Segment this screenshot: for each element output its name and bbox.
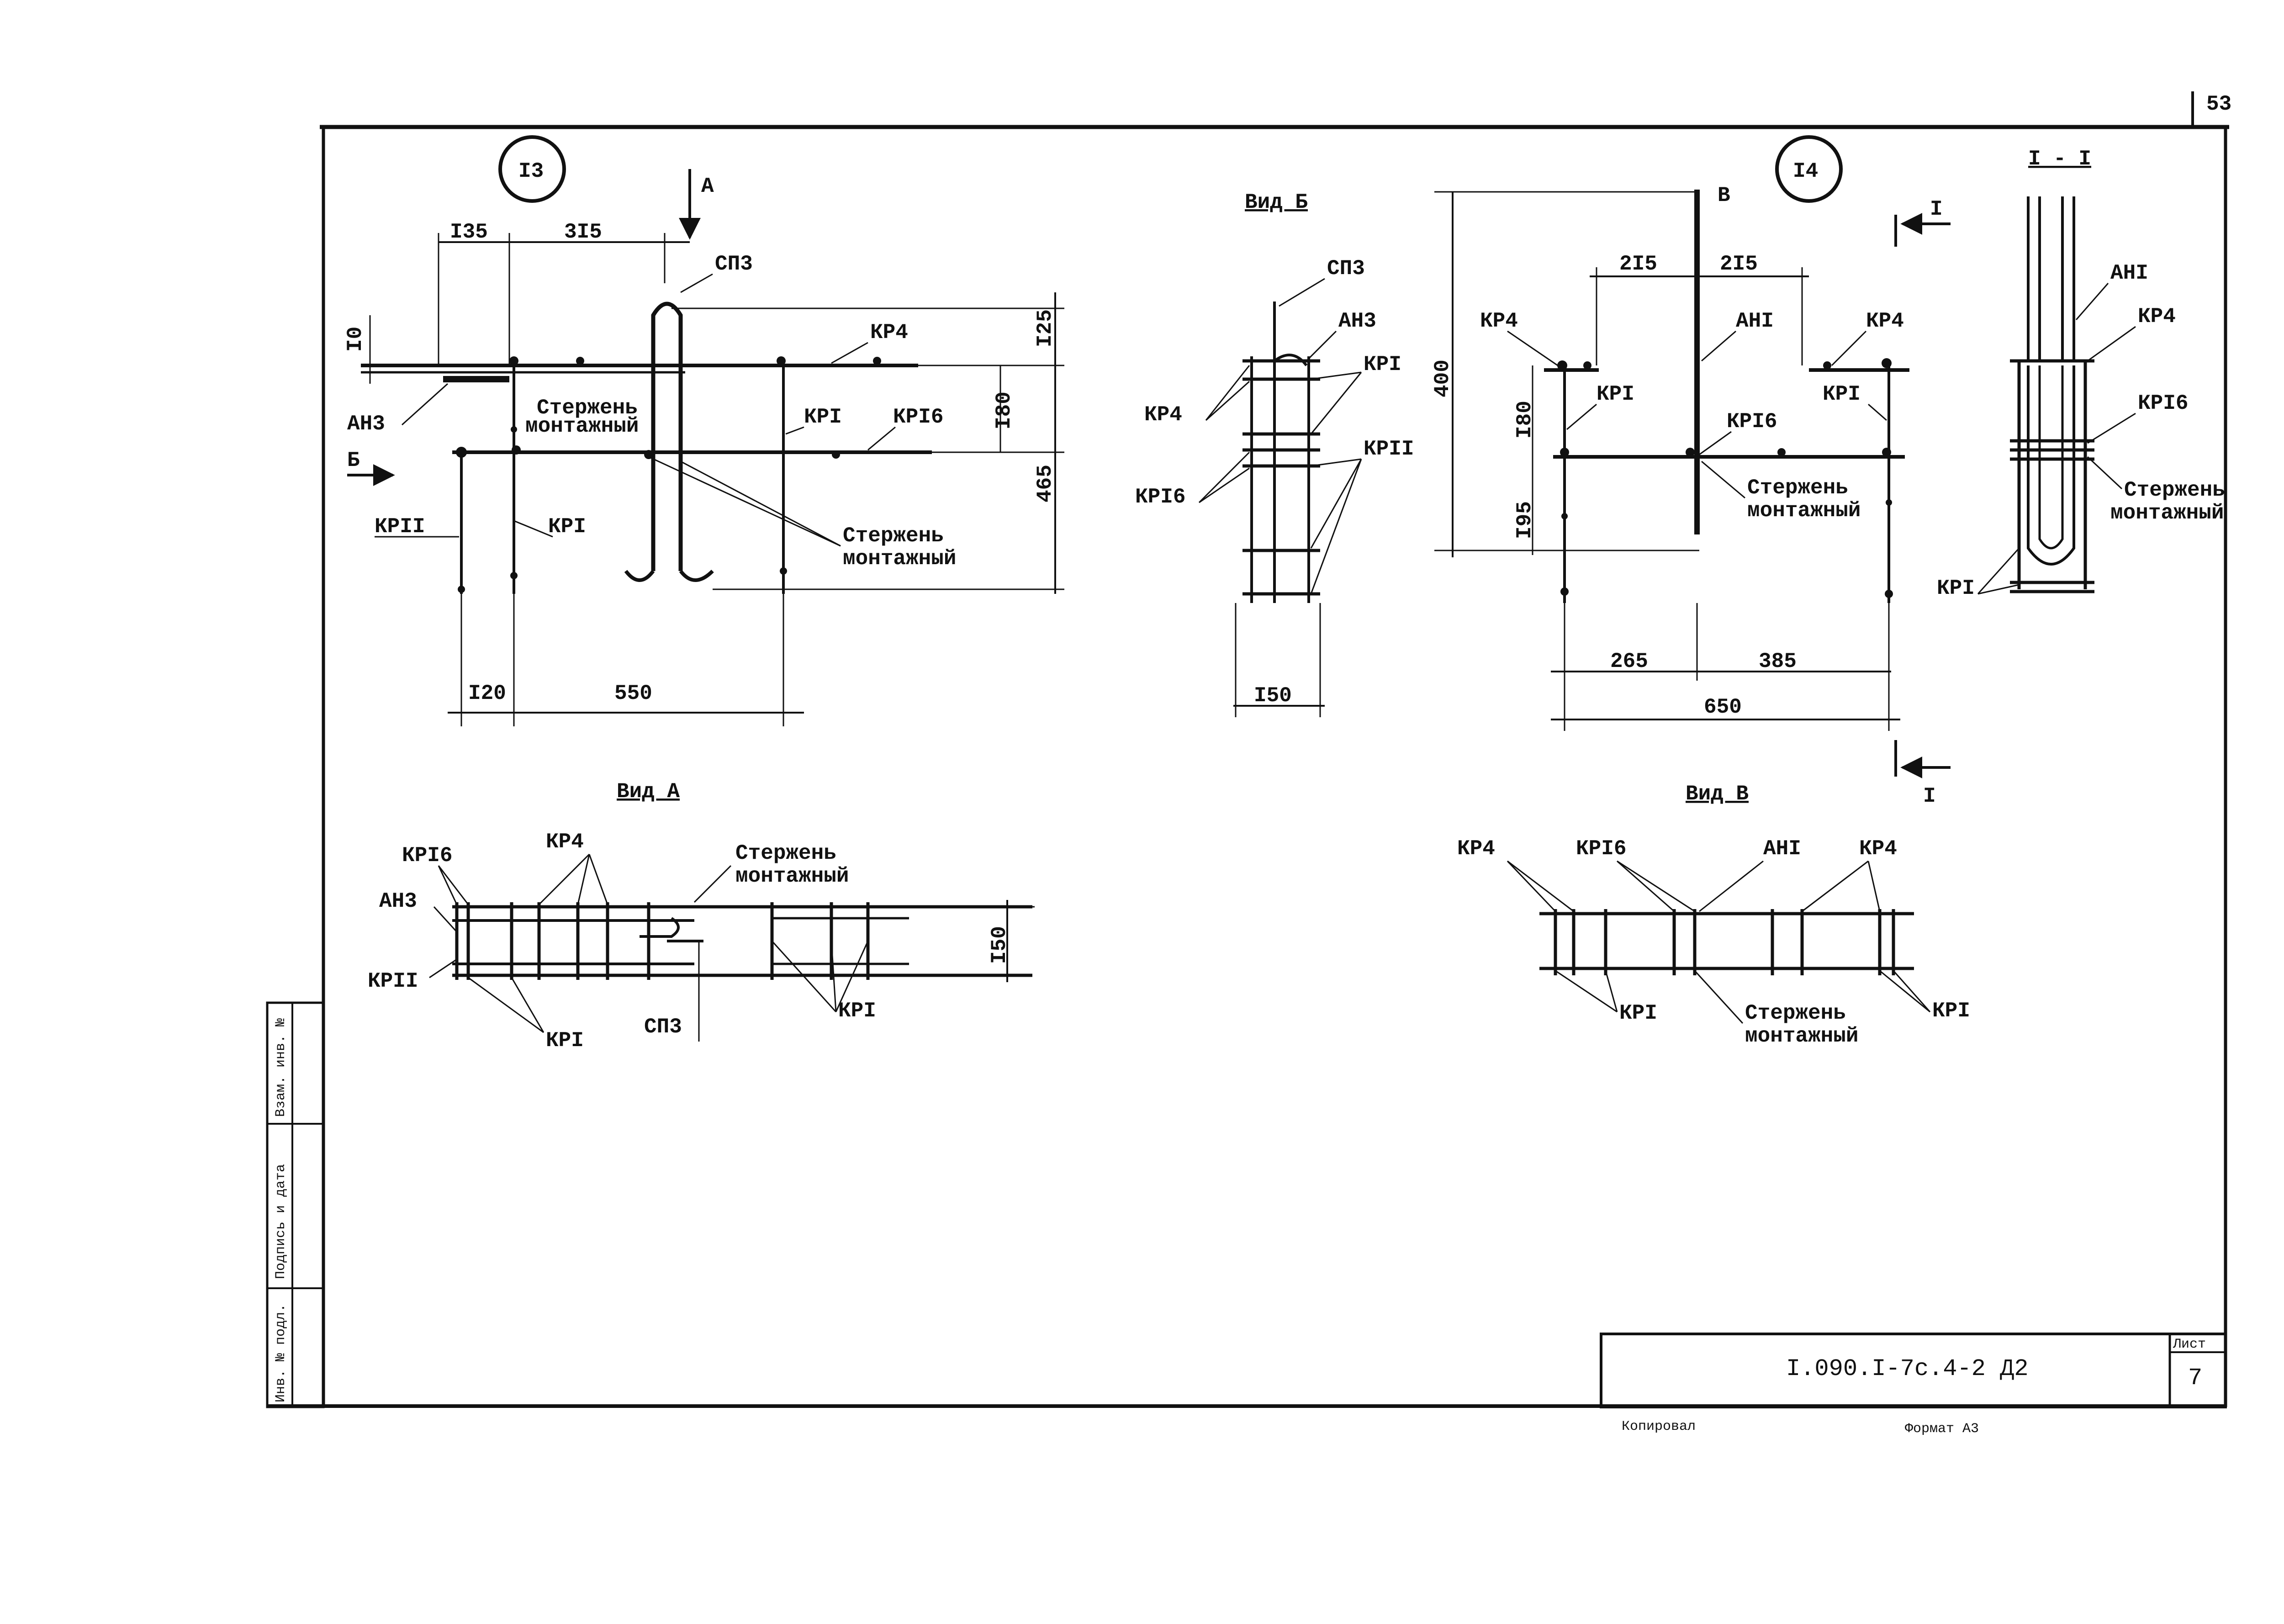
sheet-label: Лист [2173,1337,2206,1352]
dim-180: I80 [992,391,1016,429]
label-rod-top-2: монтажный [525,414,639,438]
dim-120: I20 [468,682,506,705]
label-kr16: КРI6 [893,405,943,429]
view-b-label-kr4: КР4 [1144,403,1182,427]
label-rod-bottom-2: монтажный [843,547,956,571]
view-b-dim-150: I50 [1254,684,1292,708]
stamp-replace-label: Взам. инв. № [273,1018,289,1117]
sec-label-rod: Стержень [2124,478,2225,502]
dim-315: 3I5 [564,220,602,244]
dim-10: I0 [344,327,367,352]
dim-465: 465 [1033,465,1057,503]
title-block: I.090.I-7c.4-2 Д2 Лист 7 Копировал Форма… [1600,1333,2227,1437]
label-rod-bottom: Стержень [843,524,944,548]
sec-label-kr16: КРI6 [2138,391,2188,415]
sheet-number: 7 [2188,1365,2202,1391]
view-v-label-kr1-right: КРI [1932,999,1970,1023]
stamp-inv-label: Инв. № подл. [273,1304,289,1402]
view-v-drawing: Вид В КР4 КРI6 АНI КР4 КРI Стержень монт… [1457,782,1970,1048]
view-v-label-kr4-left: КР4 [1457,837,1495,861]
sec-label-kr1: КРI [1937,577,1975,600]
sheet-frame: 53 [267,91,2231,1408]
section-mark-top: I [1930,197,1943,221]
label-kr11: КРII [375,515,425,539]
sec-label-rod-2: монтажный [2110,501,2224,525]
view-v-label-kr16: КРI6 [1576,837,1626,861]
label-sp3: СП3 [715,252,753,276]
label-kr1-left: КРI [548,515,586,539]
dim-125: I25 [1033,309,1057,347]
node-13-drawing: I3 А Б I35 3I5 [344,135,1064,726]
n14-label-kr4-left: КР4 [1480,309,1518,333]
view-v-title: Вид В [1686,782,1749,806]
view-b-label-kr11: КРII [1364,437,1414,461]
format-label: Формат А3 [1905,1421,1979,1437]
dim-650: 650 [1704,695,1742,719]
dim-135: I35 [450,220,488,244]
node-14-marker [1775,135,1843,203]
view-arrow-b: Б [347,449,360,472]
dim-385: 385 [1759,650,1797,673]
copied-label: Копировал [1622,1419,1696,1434]
label-rod-top: Стержень [537,396,638,420]
view-b-label-kr16: КРI6 [1135,485,1185,509]
view-b-label-kr1: КРI [1364,353,1401,376]
node-14-marker-label: I4 [1793,159,1818,183]
view-b-label-sp3: СП3 [1327,257,1365,280]
view-v-label-rod-2: монтажный [1745,1024,1858,1048]
view-a-label-kr4: КР4 [546,830,584,854]
section-1-1-title: I - I [2028,147,2091,171]
section-1-1-drawing: I - I АНI КР4 КРI6 Стержень монтажный КР… [1937,147,2225,600]
dim-265: 265 [1610,650,1648,673]
n14-label-kr16: КРI6 [1727,410,1777,434]
view-a-label-kr16: КРI6 [402,844,452,868]
dim-215-left: 2I5 [1619,252,1657,276]
sec-label-kr4: КР4 [2138,305,2176,328]
n14-label-kr1-left: КРI [1597,382,1634,406]
n14-label-rod: Стержень [1747,476,1848,500]
node-13-marker [498,135,566,203]
view-a-label-rod: Стержень [735,841,836,865]
label-ah3: АН3 [347,412,385,436]
view-b-label-ah3: АН3 [1338,309,1376,333]
view-v-label-rod: Стержень [1745,1001,1846,1025]
n14-label-ah1: АНI [1736,309,1774,333]
n14-label-kr4-right: КР4 [1866,309,1904,333]
view-a-label-kr1-left: КРI [546,1029,584,1053]
view-a-label-kr1-right: КРI [838,999,876,1023]
side-stamp: Инв. № подл. Подпись и дата Взам. инв. № [266,1001,325,1408]
dim-195: I95 [1513,501,1537,539]
node-13-marker-label: I3 [518,159,544,183]
view-arrow-a: А [701,175,714,198]
view-v-label-ah1: АНI [1763,837,1801,861]
view-a-label-ah3: АН3 [379,889,417,913]
view-a-drawing: Вид А I50 КРI6 КР4 Стержень [368,780,1035,1053]
view-a-label-sp3: СП3 [644,1015,682,1039]
view-b-drawing: Вид Б I50 СП3 АН3 КРI КР4 КРII К [1135,190,1414,717]
dim-550: 550 [614,682,652,705]
view-v-label-kr4-right: КР4 [1859,837,1897,861]
sec-label-ah1: АНI [2110,261,2148,285]
view-a-label-kr11: КРII [368,969,418,993]
label-kr4: КР4 [870,321,908,344]
view-a-title: Вид А [617,780,680,804]
dim-400: 400 [1431,360,1454,397]
view-b-title: Вид Б [1245,190,1308,214]
n14-label-kr1-right: КРI [1823,382,1861,406]
node-14-drawing: I4 В I I 400 2I5 2I5 [1431,135,1951,808]
section-mark-bottom: I [1923,784,1936,808]
view-arrow-v: В [1718,184,1730,207]
page-number: 53 [2206,92,2231,116]
stamp-sign-label: Подпись и дата [273,1164,289,1279]
view-a-label-rod-2: монтажный [735,864,849,888]
view-v-label-kr1-left: КРI [1619,1001,1657,1025]
label-kr1-right: КРI [804,405,842,429]
n14-label-rod-2: монтажный [1747,499,1861,523]
view-a-dim-150: I50 [988,926,1011,964]
document-code: I.090.I-7c.4-2 Д2 [1786,1355,2029,1382]
dim-215-right: 2I5 [1720,252,1758,276]
dim-180-n14: I80 [1513,401,1537,439]
